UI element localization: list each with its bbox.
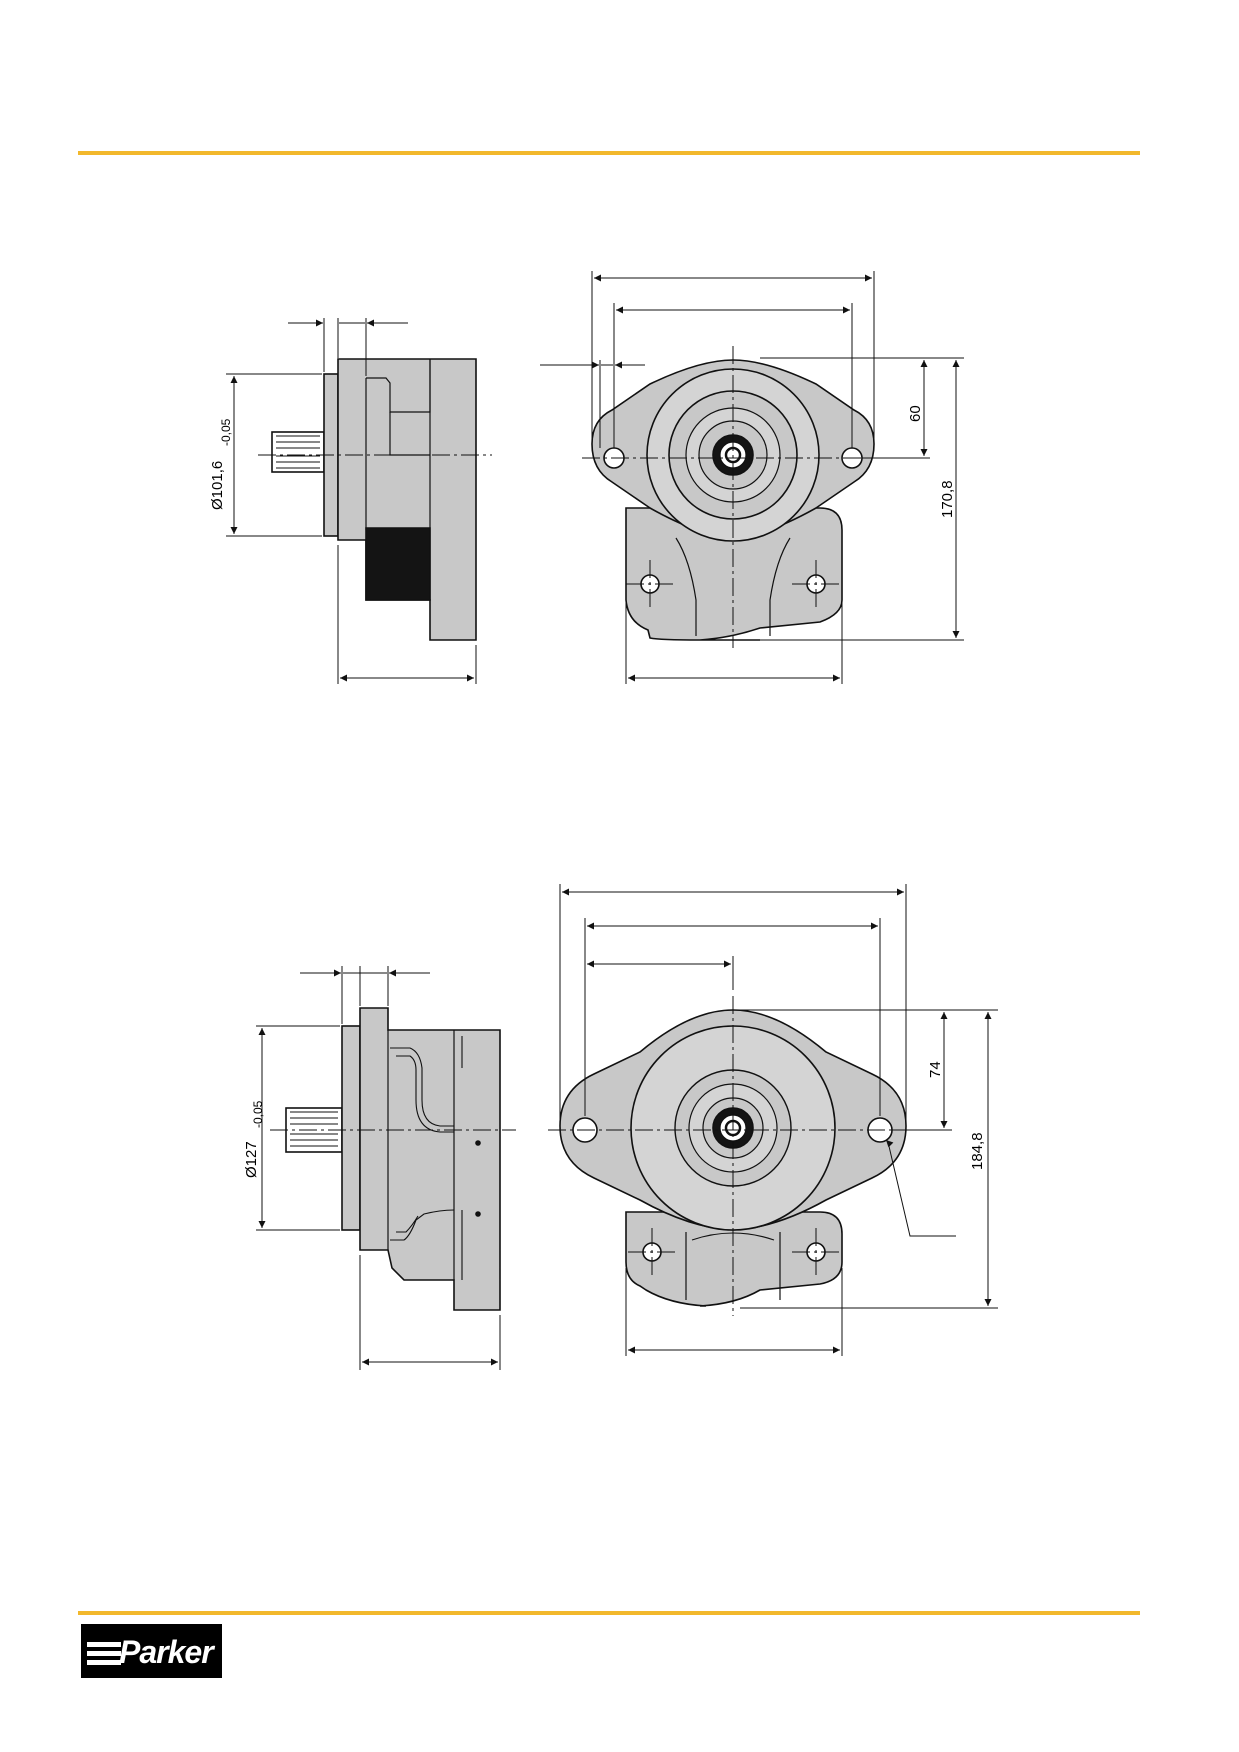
top-overall-height-label: 170,8 — [939, 480, 956, 518]
bottom-front-dimensions — [559, 884, 998, 1356]
logo-bars-icon — [87, 1642, 121, 1666]
top-shaft — [271, 431, 325, 473]
top-dark-section — [365, 527, 431, 601]
top-front-dimensions — [540, 271, 964, 684]
top-side-view — [258, 358, 492, 641]
bottom-flange-diameter-label: Ø127 — [243, 1141, 260, 1178]
bottom-side-dimensions — [256, 966, 501, 1370]
top-side-dimensions — [226, 318, 477, 684]
bottom-side-view — [270, 1007, 516, 1311]
top-hole-offset-label: 60 — [907, 405, 924, 422]
logo-wordmark: Parker — [119, 1634, 214, 1670]
bottom-body — [359, 1007, 501, 1311]
top-accent-rule — [78, 151, 1140, 155]
bottom-hole-offset-label: 74 — [927, 1061, 944, 1078]
top-flange-diameter-label: Ø101,6 — [209, 461, 226, 510]
parker-logo: Parker — [81, 1624, 222, 1678]
bottom-accent-rule — [78, 1611, 1140, 1615]
bottom-pilot-flange — [341, 1025, 361, 1231]
top-flange-tolerance-label: -0,05 — [219, 418, 233, 446]
bottom-flange-tolerance-label: -0,05 — [251, 1100, 265, 1128]
bottom-overall-height-label: 184,8 — [969, 1132, 986, 1170]
